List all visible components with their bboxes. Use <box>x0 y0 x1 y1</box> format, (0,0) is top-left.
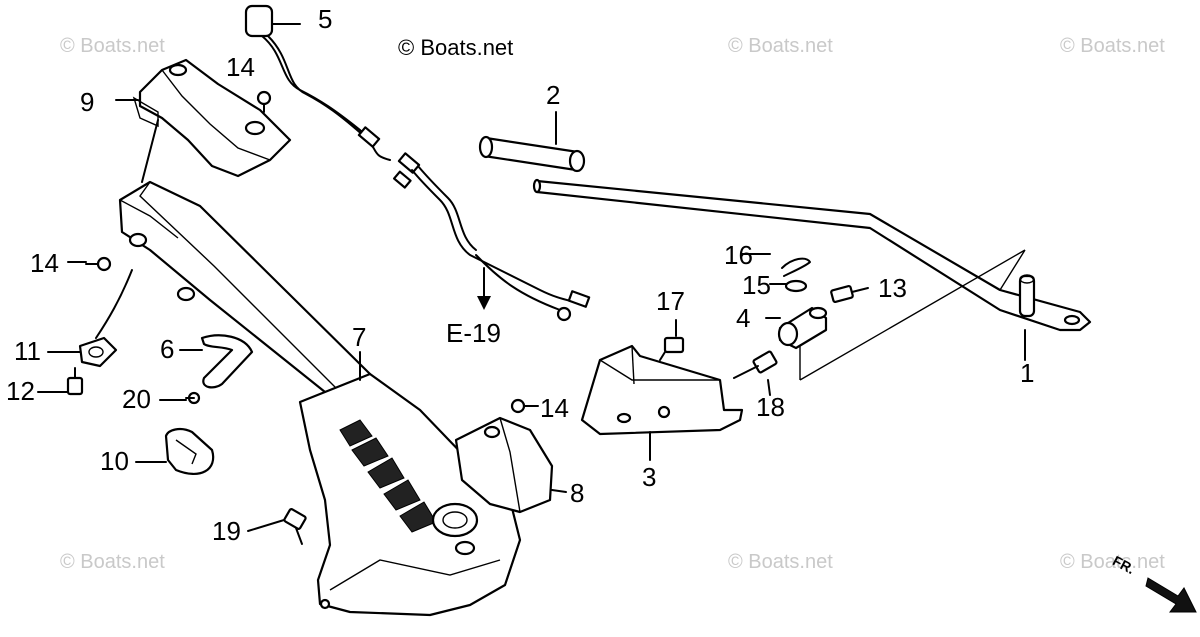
part-1-rod <box>532 178 1092 381</box>
callout-8: 8 <box>570 478 584 508</box>
callout-7: 7 <box>352 322 366 352</box>
hardware-small-parts <box>659 257 869 396</box>
leader-lines <box>37 253 787 532</box>
part-8-cap <box>454 416 554 514</box>
callout-11: 11 <box>14 336 41 366</box>
watermark-bottom-left: © Boats.net <box>60 551 165 573</box>
callout-3: 3 <box>642 462 656 492</box>
e19-reference-arrow <box>477 267 491 310</box>
part-9-cover <box>132 58 292 178</box>
watermark-bottom-right: © Boats.net <box>1060 551 1165 573</box>
callouts: 1 2 3 4 5 6 7 8 9 10 11 12 13 14 14 14 1… <box>6 4 1034 546</box>
callout-19: 19 <box>212 516 241 546</box>
callout-4: 4 <box>736 303 750 333</box>
callout-14-mid: 14 <box>540 393 569 423</box>
callout-10: 10 <box>100 446 129 476</box>
part-3-bracket <box>580 344 744 461</box>
callout-20: 20 <box>122 384 151 414</box>
callout-12: 12 <box>6 376 35 406</box>
hardware-left-parts <box>66 23 539 545</box>
part-7-column <box>118 180 522 617</box>
callout-2: 2 <box>546 80 560 110</box>
callout-18: 18 <box>756 392 785 422</box>
watermark-top-center: © Boats.net <box>728 35 833 57</box>
watermark-main: © Boats.net <box>398 35 513 60</box>
callout-1: 1 <box>1020 358 1034 388</box>
part-5-switch-harness <box>244 4 591 322</box>
callout-5: 5 <box>318 4 332 34</box>
callout-9: 9 <box>80 87 94 117</box>
callout-14-left: 14 <box>30 248 59 278</box>
watermark-bottom-center: © Boats.net <box>728 551 833 573</box>
watermark-top-right: © Boats.net <box>1060 35 1165 57</box>
part-2-grip <box>478 111 586 173</box>
callout-17: 17 <box>656 286 685 316</box>
callout-6: 6 <box>160 334 174 364</box>
watermark-top-left: © Boats.net <box>60 35 165 57</box>
callout-15: 15 <box>742 270 771 300</box>
callout-e19-reference: E-19 <box>446 318 501 348</box>
callout-13: 13 <box>878 273 907 303</box>
part-4-collar <box>777 306 828 350</box>
callout-14-top: 14 <box>226 52 255 82</box>
